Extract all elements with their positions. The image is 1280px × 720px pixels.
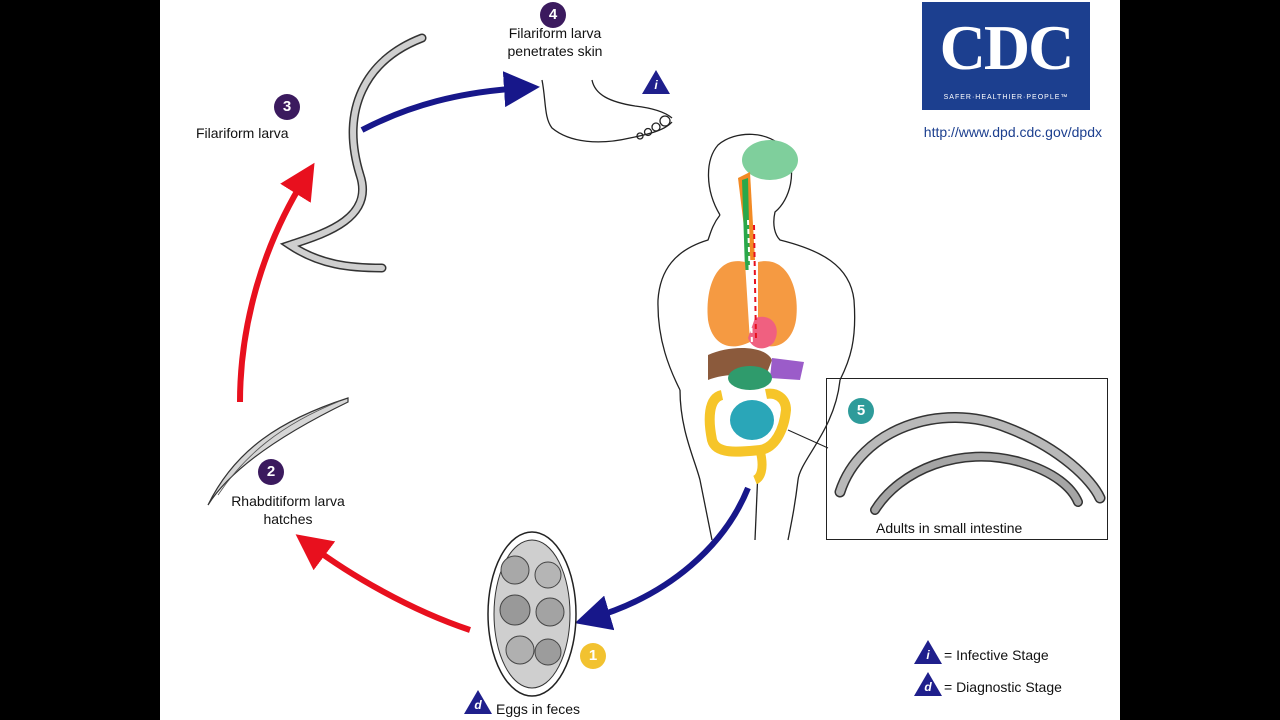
stage-2-badge: 2 (258, 459, 284, 485)
cdc-tagline: SAFER·HEALTHIER·PEOPLE™ (943, 94, 1069, 101)
cdc-logo: CDC SAFER·HEALTHIER·PEOPLE™ (922, 2, 1090, 110)
cdc-url-link[interactable]: http://www.dpd.cdc.gov/dpdx (923, 124, 1102, 140)
diagnostic-marker-letter: d (474, 698, 482, 712)
stage-4-label: Filariform larva penetrates skin (490, 24, 620, 60)
arrow-host-to-eggs (574, 486, 751, 631)
stage-2-label-line2: hatches (263, 511, 313, 527)
legend-infective-triangle: i (914, 640, 942, 664)
arrow-filariform-to-skin (360, 71, 540, 133)
stage-4-badge: 4 (540, 2, 566, 28)
legend-infective-letter: i (926, 648, 930, 662)
human-body-drawing (657, 133, 856, 541)
stage-3-badge: 3 (274, 94, 300, 120)
diagnostic-stage-marker: d (464, 690, 492, 714)
filariform-larva-drawing (279, 33, 427, 273)
stage-2-label: Rhabditiform larva hatches (208, 492, 368, 528)
foot-drawing (541, 79, 673, 143)
stage-3-label: Filariform larva (196, 125, 289, 141)
legend-diagnostic-triangle: d (914, 672, 942, 696)
legend-diagnostic-text: = Diagnostic Stage (944, 679, 1062, 695)
egg-drawing (487, 531, 577, 697)
infective-marker-letter: i (654, 78, 658, 92)
stage-1-label: Eggs in feces (496, 701, 581, 717)
infective-stage-marker: i (642, 70, 670, 94)
legend-infective-text: = Infective Stage (944, 647, 1049, 663)
rhabditiform-larva-drawing (207, 397, 349, 506)
stage-4-label-line2: penetrates skin (507, 43, 603, 59)
stage-5-label: Adults in small intestine (876, 520, 1023, 536)
pointer-line (787, 429, 829, 449)
internal-organs-drawing (704, 140, 804, 485)
stage-4-label-line1: Filariform larva (508, 25, 602, 41)
cdc-logo-text: CDC (939, 12, 1075, 83)
life-cycle-stage: CDC SAFER·HEALTHIER·PEOPLE™ http://www.d… (160, 0, 1120, 720)
adult-worms-drawing (834, 411, 1106, 515)
stage-2-label-line1: Rhabditiform larva (231, 493, 345, 509)
arrow-eggs-to-rhabditiform (295, 534, 471, 633)
legend-diagnostic-letter: d (924, 680, 932, 694)
stage-1-badge: 1 (580, 643, 606, 669)
stage-5-badge: 5 (848, 398, 874, 424)
adult-worms-panel (826, 378, 1108, 540)
life-cycle-diagram (207, 33, 1106, 697)
arrow-rhabditiform-to-filariform (237, 162, 315, 403)
